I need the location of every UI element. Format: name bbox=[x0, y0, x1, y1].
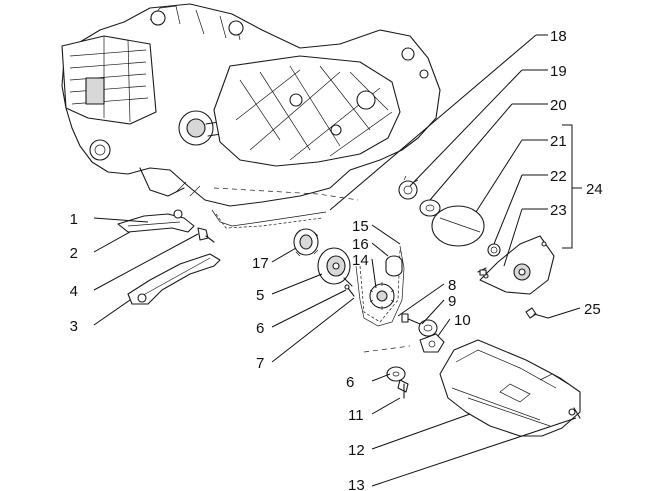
callout-6-upper: 6 bbox=[256, 320, 264, 337]
oil-pump-body-part bbox=[317, 247, 353, 287]
cover-screw-part bbox=[525, 307, 549, 319]
seal-ring-part bbox=[487, 243, 501, 257]
callout-2: 2 bbox=[70, 245, 78, 262]
callout-17: 17 bbox=[252, 255, 269, 272]
pump-sprocket-part bbox=[369, 282, 395, 310]
washer-part bbox=[386, 366, 406, 382]
drive-sprocket-part bbox=[293, 228, 319, 257]
callout-18: 18 bbox=[550, 28, 567, 45]
bushing-part bbox=[385, 255, 403, 277]
callout-11: 11 bbox=[348, 407, 364, 424]
callout-12: 12 bbox=[348, 442, 365, 459]
callout-10: 10 bbox=[454, 312, 471, 329]
pump-cover-part bbox=[477, 235, 555, 295]
engine-crankcase-drawing bbox=[61, 3, 441, 207]
oil-seal-part bbox=[418, 319, 438, 337]
callout-labels: 1 2 3 4 5 6 6 7 8 9 10 11 12 13 14 15 16… bbox=[70, 28, 603, 491]
callout-14: 14 bbox=[352, 252, 369, 269]
callout-4: 4 bbox=[70, 283, 78, 300]
callout-6-lower: 6 bbox=[346, 374, 354, 391]
callout-25: 25 bbox=[584, 301, 601, 318]
callout-1: 1 bbox=[70, 211, 78, 228]
callout-3: 3 bbox=[70, 318, 78, 335]
chain-tensioner-slider-part bbox=[127, 253, 221, 305]
callout-19: 19 bbox=[550, 63, 567, 80]
callout-7: 7 bbox=[256, 355, 264, 372]
chain-guide-part bbox=[117, 209, 195, 233]
gasket-pulley-parts bbox=[398, 175, 485, 247]
leader-lines bbox=[93, 34, 582, 487]
callout-22: 22 bbox=[550, 168, 567, 185]
cover-bolt-part bbox=[573, 407, 581, 419]
callout-16: 16 bbox=[352, 236, 369, 253]
callout-24: 24 bbox=[586, 181, 603, 198]
callout-23: 23 bbox=[550, 202, 567, 219]
drive-chain-part bbox=[211, 209, 405, 327]
callout-9: 9 bbox=[448, 293, 456, 310]
bracket-part bbox=[419, 333, 445, 353]
callout-13: 13 bbox=[348, 477, 365, 491]
transmission-cover-part bbox=[439, 339, 581, 437]
pump-pin-part bbox=[344, 284, 355, 297]
callout-15: 15 bbox=[352, 218, 369, 235]
callout-8: 8 bbox=[448, 277, 456, 294]
bolt-part bbox=[397, 379, 409, 399]
small-screw-part bbox=[401, 313, 421, 325]
callout-5: 5 bbox=[256, 287, 264, 304]
callout-21: 21 bbox=[550, 133, 567, 150]
screw-part bbox=[197, 227, 215, 243]
callout-20: 20 bbox=[550, 97, 567, 114]
